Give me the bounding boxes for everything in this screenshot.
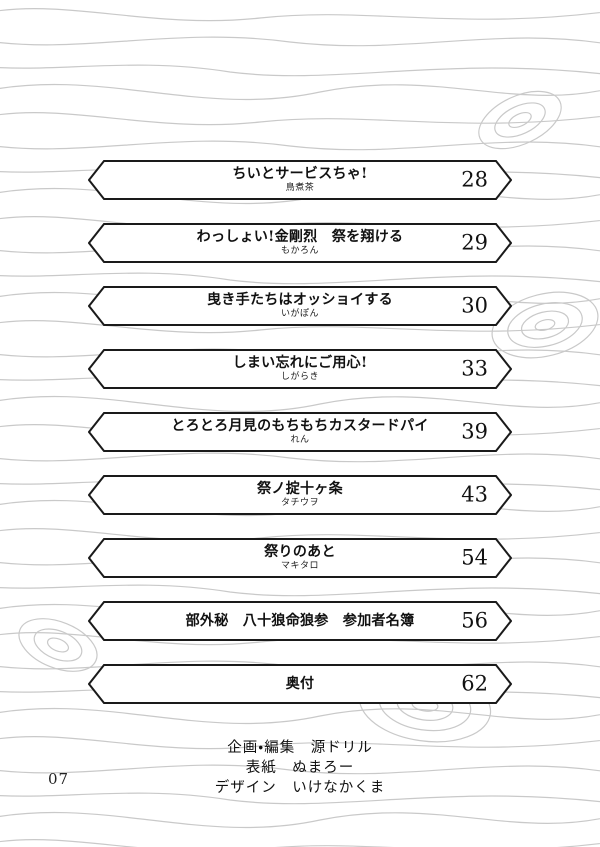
banner-outline [88, 286, 512, 326]
banner-content: 奥付 [88, 664, 512, 704]
entry-author: もかろん [280, 246, 319, 257]
banner-outline [88, 664, 512, 704]
toc-entry: 祭ノ掟十ヶ条 タチウヲ 43 [88, 475, 512, 515]
credit-line-planning: 企画・編集 源ドリル [227, 740, 373, 756]
banner-content: 祭ノ掟十ヶ条 タチウヲ [88, 475, 512, 515]
entry-author: しがらき [280, 372, 319, 383]
banner-content: ちいとサービスちゃ! 鳥煮茶 [88, 160, 512, 200]
entry-title: 祭りのあと [264, 544, 336, 561]
toc-entry: わっしょい!金剛烈 祭を翔ける もかろん 29 [88, 223, 512, 263]
entry-page-number: 62 [461, 671, 488, 696]
entry-page-number: 30 [461, 293, 488, 318]
page-number: 07 [48, 770, 70, 788]
credit-line-design: デザイン いけなかくま [214, 780, 386, 796]
banner-content: 祭りのあと マキタロ [88, 538, 512, 578]
toc-list: ちいとサービスちゃ! 鳥煮茶 28 わっしょい!金剛烈 祭を翔ける もかろん 2… [88, 160, 512, 727]
banner-content: 曳き手たちはオッショイする いがぽん [88, 286, 512, 326]
banner-outline [88, 412, 512, 452]
toc-entry: 部外秘 八十狼命狼参 参加者名簿 56 [88, 601, 512, 641]
entry-author: 鳥煮茶 [285, 183, 315, 194]
entry-title: 曳き手たちはオッショイする [207, 292, 393, 309]
entry-page-number: 39 [461, 419, 488, 444]
entry-title: 祭ノ掟十ヶ条 [257, 481, 343, 498]
entry-page-number: 29 [461, 230, 488, 255]
entry-page-number: 56 [461, 608, 488, 633]
credits: 企画・編集 源ドリル 表紙 ぬまろー デザイン いけなかくま [0, 738, 600, 798]
entry-page-number: 33 [461, 356, 488, 381]
entry-page-number: 43 [461, 482, 488, 507]
banner-outline [88, 349, 512, 389]
entry-title: 奥付 [285, 675, 315, 692]
toc-entry: 曳き手たちはオッショイする いがぽん 30 [88, 286, 512, 326]
credit-line-cover: 表紙 ぬまろー [245, 760, 355, 776]
banner-outline [88, 538, 512, 578]
banner-content: とろとろ月見のもちもちカスタードパイ れん [88, 412, 512, 452]
banner-content: しまい忘れにご用心! しがらき [88, 349, 512, 389]
entry-author: れん [290, 435, 310, 446]
banner-content: わっしょい!金剛烈 祭を翔ける もかろん [88, 223, 512, 263]
toc-entry: 奥付 62 [88, 664, 512, 704]
entry-author: タチウヲ [280, 498, 319, 509]
banner-outline [88, 601, 512, 641]
entry-title: 部外秘 八十狼命狼参 参加者名簿 [185, 612, 415, 629]
entry-title: わっしょい!金剛烈 祭を翔ける [196, 229, 404, 246]
toc-entry: とろとろ月見のもちもちカスタードパイ れん 39 [88, 412, 512, 452]
entry-author: マキタロ [280, 561, 319, 572]
banner-outline [88, 475, 512, 515]
entry-page-number: 54 [461, 545, 488, 570]
entry-author: いがぽん [280, 309, 319, 320]
toc-entry: 祭りのあと マキタロ 54 [88, 538, 512, 578]
banner-content: 部外秘 八十狼命狼参 参加者名簿 [88, 601, 512, 641]
toc-entry: ちいとサービスちゃ! 鳥煮茶 28 [88, 160, 512, 200]
banner-outline [88, 160, 512, 200]
banner-outline [88, 223, 512, 263]
entry-title: しまい忘れにご用心! [232, 355, 368, 372]
entry-page-number: 28 [461, 167, 488, 192]
entry-title: ちいとサービスちゃ! [232, 166, 368, 183]
toc-entry: しまい忘れにご用心! しがらき 33 [88, 349, 512, 389]
entry-title: とろとろ月見のもちもちカスタードパイ [171, 418, 429, 435]
